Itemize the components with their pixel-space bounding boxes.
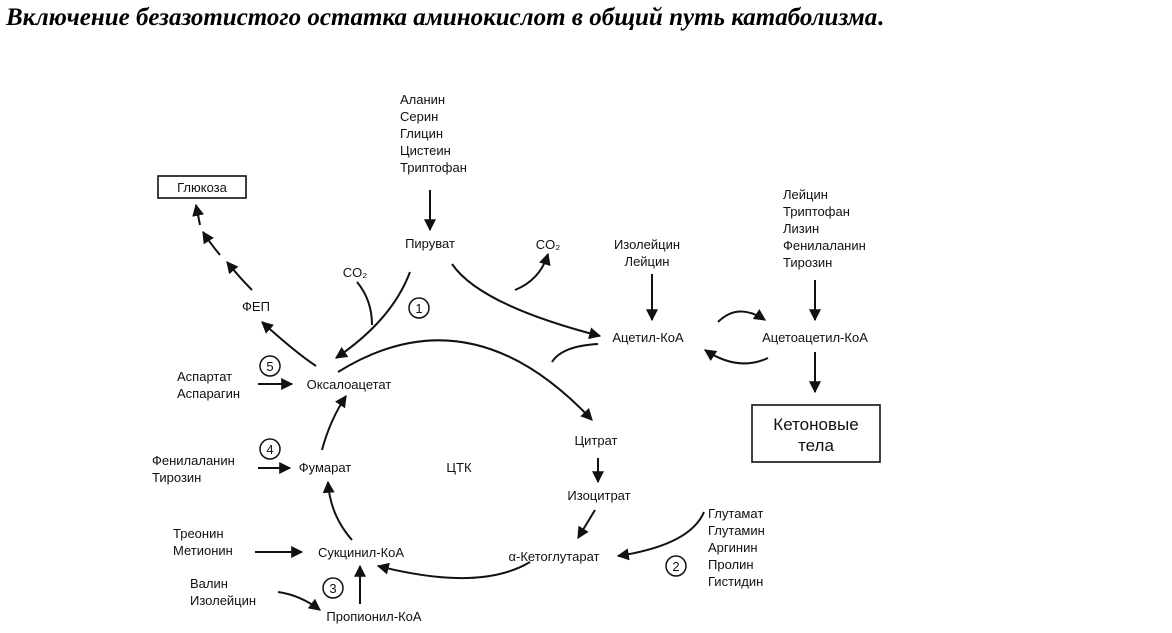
node-alpha-ketoglutarate: α-Кетоглутарат: [509, 549, 600, 564]
amino-acid-item: Фенилаланин: [783, 238, 866, 253]
step-number-1: 1: [415, 301, 422, 316]
step-number-2: 2: [672, 559, 679, 574]
amino-acid-item: Глицин: [400, 126, 443, 141]
node-citrate: Цитрат: [575, 433, 618, 448]
amino-acid-item: Пролин: [708, 557, 754, 572]
node-ketone-bodies-line-2: тела: [798, 436, 834, 455]
node-pep: ФЕП: [242, 299, 270, 314]
node-glucose: Глюкоза: [177, 180, 228, 195]
ketone-bodies-box: [751, 404, 881, 463]
line-co2-left: [356, 281, 373, 326]
amino-acid-item: Изолейцин: [614, 237, 680, 252]
amino-acid-item: Лизин: [783, 221, 819, 236]
amino-acid-item: Глутамат: [708, 506, 763, 521]
arrow-acetyl-to-acetoacetyl: [717, 309, 766, 323]
node-succinyl-coa: Сукцинил-КоА: [318, 545, 404, 560]
node-co2-right: CO₂: [536, 237, 561, 252]
arrow-pyruvate-to-acetyl-coa: [451, 263, 602, 340]
arrow-glutamate-to-ketoglutarate: [616, 511, 705, 561]
amino-acid-item: Триптофан: [400, 160, 467, 175]
node-isocitrate: Изоцитрат: [567, 488, 630, 503]
tca-arc-ketoglutarate-to-succinyl: [376, 561, 531, 580]
amino-acid-item: Аргинин: [708, 540, 758, 555]
tca-arrow-isocitrate-to-ketoglutarate: [577, 509, 596, 540]
fumarate-sources-list: Фенилаланин Тирозин: [152, 453, 235, 485]
tca-arc-fumarate-to-oxaloacetate: [321, 395, 347, 451]
step-circle-2: [665, 555, 687, 577]
step-circle-3: [322, 577, 344, 599]
acetoacetyl-sources-list: Лейцин Триптофан Лизин Фенилаланин Тироз…: [783, 187, 866, 270]
amino-acid-item: Лейцин: [625, 254, 670, 269]
node-tca: ЦТК: [446, 460, 472, 475]
arrow-pyruvate-to-oxaloacetate: [335, 271, 411, 359]
node-acetyl-coa: Ацетил-КоА: [612, 330, 684, 345]
step-circle-1: [408, 297, 430, 319]
arrow-oxaloacetate-to-pep: [261, 321, 317, 367]
arrow-valine-to-propionyl: [277, 591, 321, 611]
node-fumarate: Фумарат: [299, 460, 352, 475]
amino-acid-item: Фенилаланин: [152, 453, 235, 468]
tca-arc-oxaloacetate-to-citrate: [337, 339, 593, 421]
amino-acid-item: Метионин: [173, 543, 233, 558]
amino-acid-item: Лейцин: [783, 187, 828, 202]
amino-acid-item: Гистидин: [708, 574, 763, 589]
arrow-pep-to-glucose-a: [226, 261, 253, 291]
node-oxaloacetate: Оксалоацетат: [307, 377, 392, 392]
arrow-co2-right: [514, 252, 551, 291]
arrow-pep-to-glucose-c: [192, 203, 205, 226]
step-circle-4: [259, 438, 281, 460]
amino-acid-item: Цистеин: [400, 143, 451, 158]
glucose-box: [157, 175, 247, 199]
amino-acid-item: Тирозин: [783, 255, 832, 270]
propionyl-sources-list: Валин Изолейцин: [190, 576, 256, 608]
amino-acid-item: Аспартат: [177, 369, 232, 384]
amino-acid-item: Аланин: [400, 92, 445, 107]
step-number-4: 4: [266, 442, 273, 457]
page-title: Включение безазотистого остатка аминокис…: [6, 4, 883, 32]
title-period: .: [877, 4, 884, 31]
acetyl-sources-list: Изолейцин Лейцин: [614, 237, 680, 269]
node-pyruvate: Пируват: [405, 236, 455, 251]
title-text: Включение безазотистого остатка аминокис…: [6, 4, 878, 31]
line-acetyl-coa-into-cycle: [551, 343, 599, 363]
amino-acid-item: Валин: [190, 576, 228, 591]
node-acetoacetyl-coa: Ацетоацетил-КоА: [762, 330, 868, 345]
arrow-acetoacetyl-to-acetyl: [704, 349, 769, 365]
step-number-3: 3: [329, 581, 336, 596]
amino-acid-item: Изолейцин: [190, 593, 256, 608]
step-circle-5: [259, 355, 281, 377]
node-ketone-bodies-line-1: Кетоновые: [773, 415, 858, 434]
arrow-pep-to-glucose-b: [202, 230, 221, 256]
ketoglutarate-sources-list: Глутамат Глутамин Аргинин Пролин Гистиди…: [708, 506, 765, 589]
node-propionyl-coa: Пропионил-КоА: [326, 609, 421, 624]
amino-acid-item: Серин: [400, 109, 438, 124]
pyruvate-sources-list: Аланин Серин Глицин Цистеин Триптофан: [400, 92, 467, 175]
succinyl-sources-list: Треонин Метионин: [173, 526, 233, 558]
oxaloacetate-sources-list: Аспартат Аспарагин: [177, 369, 240, 401]
amino-acid-item: Тирозин: [152, 470, 201, 485]
amino-acid-item: Аспарагин: [177, 386, 240, 401]
step-number-5: 5: [266, 359, 273, 374]
amino-acid-item: Глутамин: [708, 523, 765, 538]
node-co2-left: CO₂: [343, 265, 368, 280]
amino-acid-item: Триптофан: [783, 204, 850, 219]
tca-arc-succinyl-to-fumarate: [322, 480, 353, 541]
amino-acid-item: Треонин: [173, 526, 224, 541]
